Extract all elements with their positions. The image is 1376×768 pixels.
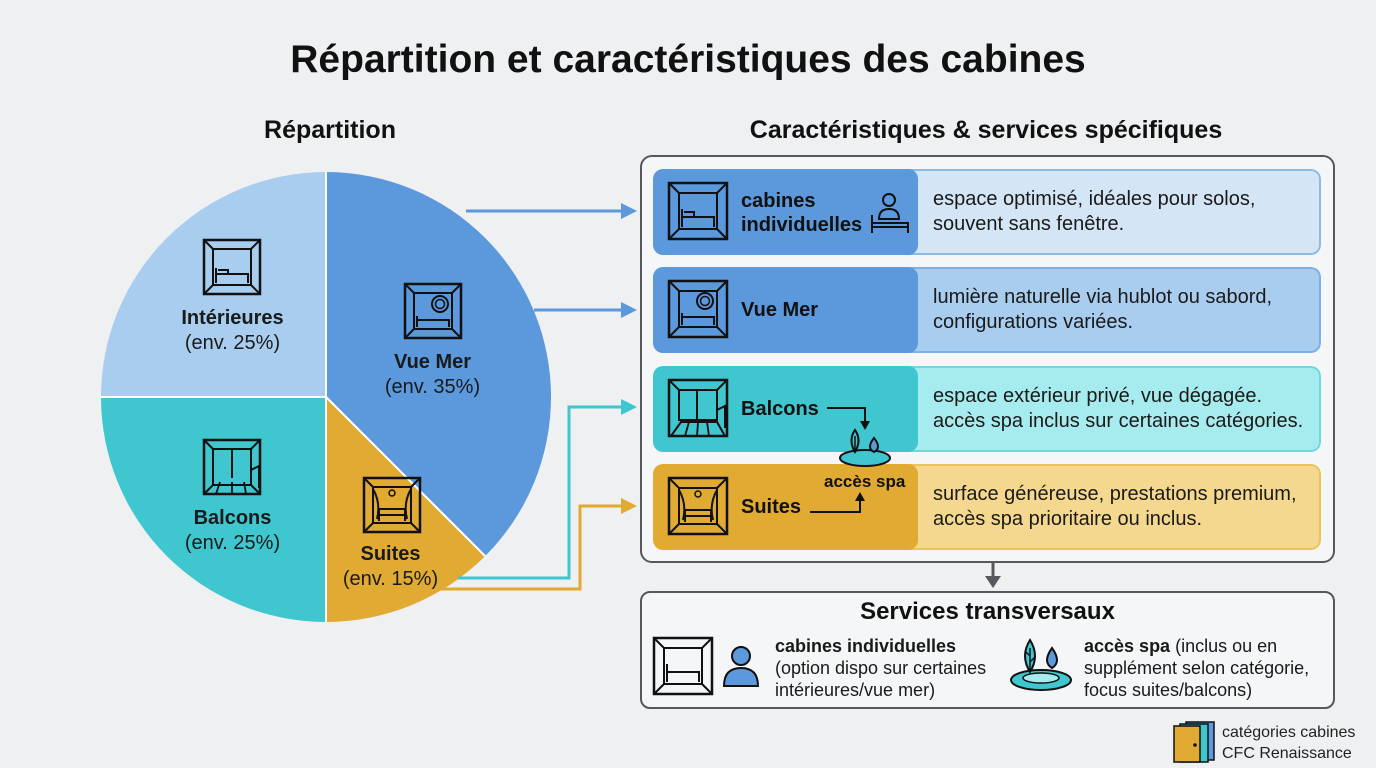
spa-service-icon <box>1010 638 1072 691</box>
spa-tag: accès spa <box>824 472 906 491</box>
brand-caption: catégories cabines CFC Renaissance <box>1222 724 1356 762</box>
doors-logo-icon <box>1173 721 1215 763</box>
row-vue-mer: Vue Mer lumière naturelle via hublot ou … <box>653 267 1321 353</box>
connector-arrows <box>438 209 630 591</box>
interior-cabin-icon <box>202 238 262 296</box>
pie-heading: Répartition <box>264 116 396 144</box>
row-desc: surface généreuse, prestations premium,a… <box>933 483 1297 530</box>
spa-connector <box>810 407 891 513</box>
slice-label-balcons: Balcons(env. 25%) <box>184 507 281 554</box>
sea-view-cabin-icon <box>403 282 463 340</box>
service-cabines: cabines individuelles (option dispo sur … <box>775 636 987 700</box>
slice-interieures <box>101 172 327 398</box>
slice-label-vue-mer: Vue Mer(env. 35%) <box>384 351 481 398</box>
features-heading: Caractéristiques & services spécifiques <box>749 116 1223 144</box>
suite-cabin-icon <box>362 476 422 534</box>
row-suites: Suites surface généreuse, prestations pr… <box>653 464 1321 550</box>
porthole-cabin-icon <box>667 279 729 339</box>
person-icon <box>722 646 760 687</box>
services-panel <box>640 591 1335 709</box>
row-name: Vue Mer <box>741 299 819 321</box>
page-title: Répartition et caractéristiques des cabi… <box>290 38 1086 81</box>
row-desc: espace optimisé, idéales pour solos,souv… <box>933 188 1256 235</box>
cabin-service-icon <box>652 636 714 696</box>
person-bed-icon <box>871 193 909 233</box>
balcony-cabin-icon <box>667 378 729 438</box>
service-spa: accès spa (inclus ou en supplément selon… <box>1084 636 1310 700</box>
row-balcons: Balcons espace extérieur privé, vue déga… <box>653 366 1321 452</box>
row-name: Suites <box>741 496 802 518</box>
arrow-down <box>985 563 1001 588</box>
spa-leaf-icon <box>839 428 891 467</box>
slice-label-suites: Suites(env. 15%) <box>342 543 439 590</box>
balcony-icon <box>202 438 262 496</box>
services-title: Services transversaux <box>860 598 1115 625</box>
cabin-icon <box>667 181 729 241</box>
arrow-suites <box>438 504 630 591</box>
row-desc: espace extérieur privé, vue dégagée.accè… <box>933 385 1304 432</box>
row-desc: lumière naturelle via hublot ou sabord,c… <box>933 286 1273 333</box>
row-name: Balcons <box>741 398 819 420</box>
arrow-balcons <box>458 405 630 580</box>
arrow-heads <box>621 203 637 514</box>
slice-label-interieures: Intérieures(env. 25%) <box>181 307 284 354</box>
suite-icon <box>667 476 729 536</box>
